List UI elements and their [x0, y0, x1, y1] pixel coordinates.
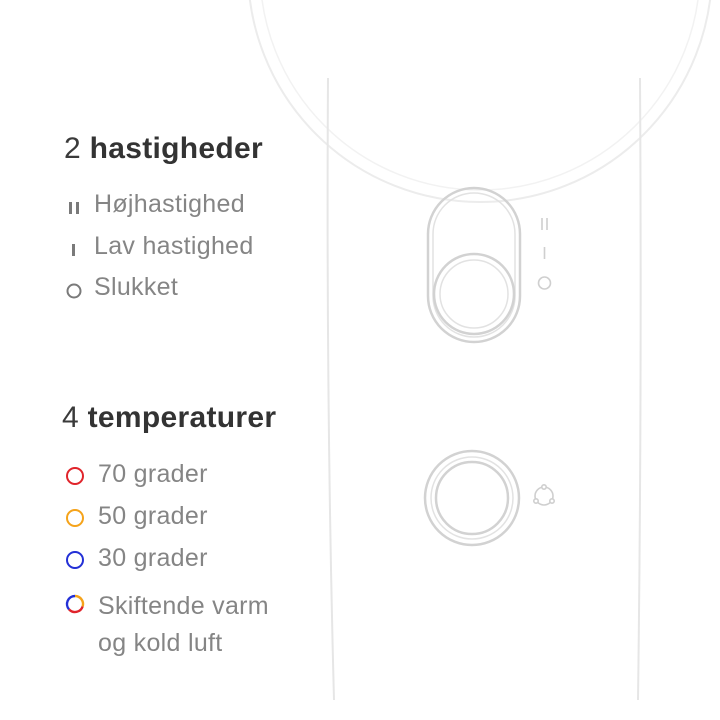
speed-markings [537, 218, 552, 290]
temperature-item-70: 70 grader [66, 460, 358, 502]
speed-item-label: Slukket [94, 273, 179, 301]
speed-item-label: Højhastighed [94, 190, 245, 218]
dryer-head-outline [248, 0, 712, 203]
temperature-item-label: 70 grader [98, 460, 208, 488]
temperature-item-30: 30 grader [66, 544, 358, 586]
speed-list: Højhastighed Lav hastighed Slukket [64, 190, 254, 315]
speeds-count: 2 [64, 132, 81, 165]
temperature-item-label-line2: og kold luft [98, 629, 223, 657]
temperature-item-alternating: Skiftende varm og kold luft [65, 588, 358, 668]
temperature-item-label: 50 grader [98, 502, 208, 530]
temperatures-count: 4 [62, 401, 79, 434]
blue-ring-icon [66, 551, 84, 569]
temperature-list: 70 grader 50 grader 30 grader Skiftende … [65, 460, 358, 668]
temperatures-word: temperaturer [87, 401, 277, 434]
speed-item-off: Slukket [64, 273, 254, 315]
red-ring-icon [66, 467, 84, 485]
double-bar-icon [69, 202, 79, 214]
handle-left-edge [326, 77, 335, 701]
single-bar-icon [72, 243, 75, 256]
speed-switch [426, 186, 522, 344]
temperature-item-label: 30 grader [98, 544, 208, 572]
cycle-icon [532, 483, 555, 506]
speed-item-label: Lav hastighed [94, 231, 254, 260]
temperatures-heading: 4 temperaturer [62, 401, 276, 435]
orange-ring-icon [66, 509, 84, 527]
speed-switch-track [426, 186, 522, 344]
speeds-word: hastigheder [89, 132, 263, 165]
handle-right-edge [637, 77, 642, 701]
temperature-button [423, 449, 521, 547]
temperature-item-label-line1: Skiftende varm [98, 592, 269, 620]
off-circle-icon [66, 283, 82, 299]
speed-switch-knob [432, 252, 516, 336]
multicolor-ring-icon [65, 594, 85, 614]
temperature-item-50: 50 grader [66, 502, 358, 544]
speeds-heading: 2 hastigheder [64, 132, 263, 166]
speed-item-high: Højhastighed [64, 190, 254, 232]
dryer-head-inner [261, 0, 699, 191]
speed-item-low: Lav hastighed [64, 232, 254, 274]
